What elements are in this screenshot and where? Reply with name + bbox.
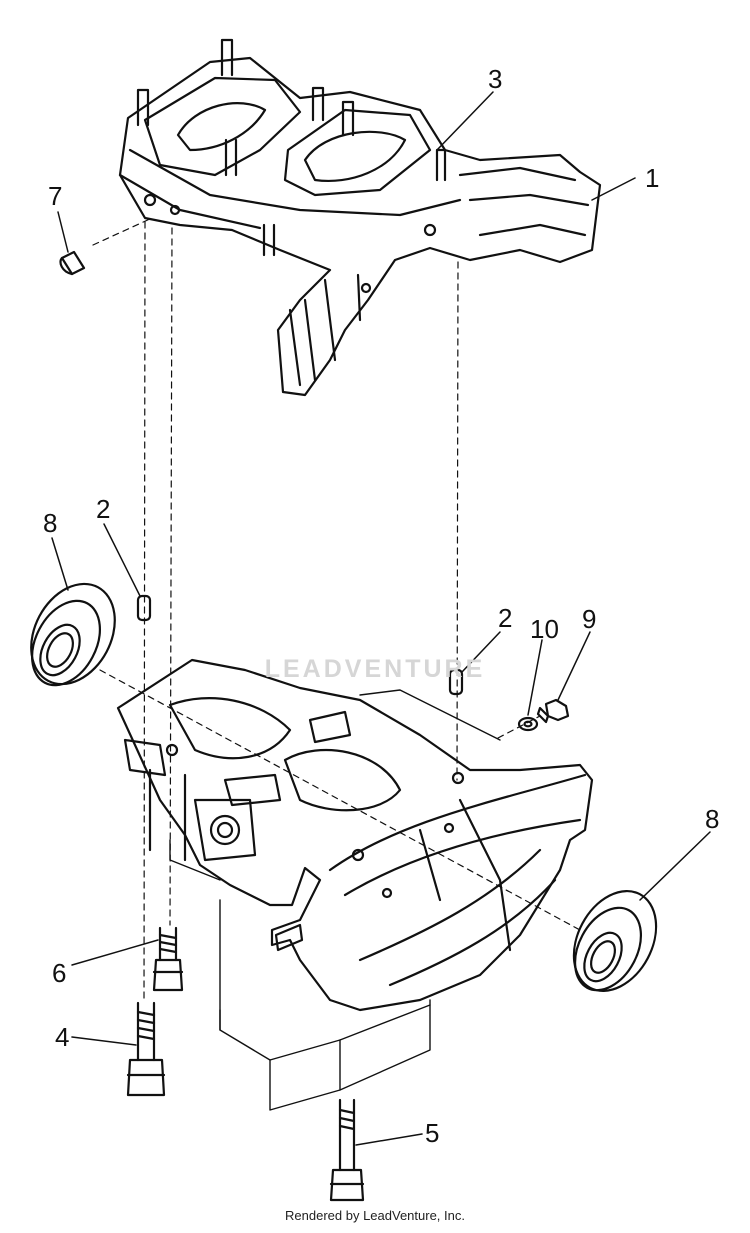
bolt-5: [329, 1098, 365, 1202]
callout-4: 4: [55, 1022, 69, 1052]
callout-8-right: 8: [705, 804, 719, 834]
bolt-4: [126, 1001, 166, 1097]
callout-2-right: 2: [498, 603, 512, 633]
oil-seal-right: [572, 889, 658, 993]
nut-9: [536, 698, 570, 724]
dowel-pin-right: [448, 668, 464, 696]
oil-seal-left: [30, 582, 116, 687]
callout-9: 9: [582, 604, 596, 634]
leader-lines: [51, 91, 711, 1146]
callout-1: 1: [645, 163, 659, 193]
callout-10: 10: [530, 614, 559, 644]
footer-credit: Rendered by LeadVenture, Inc.: [285, 1208, 465, 1223]
callout-6: 6: [52, 958, 66, 988]
callout-8-left: 8: [43, 508, 57, 538]
callout-labels: 1 2 2 3 4 5 6 7 8 8 9 10: [43, 64, 719, 1148]
upper-crankcase: [118, 38, 602, 397]
phantom-block: [169, 689, 501, 1111]
callout-5: 5: [425, 1118, 439, 1148]
watermark: LEADVENTURE: [264, 655, 486, 683]
callout-7: 7: [48, 181, 62, 211]
callout-3: 3: [488, 64, 502, 94]
lower-crankcase: [116, 658, 594, 1012]
callout-2-left: 2: [96, 494, 110, 524]
washer-10: [517, 716, 539, 732]
alignment-lines: [92, 217, 581, 1001]
bolt-6: [152, 926, 184, 992]
stud-7: [59, 250, 86, 276]
